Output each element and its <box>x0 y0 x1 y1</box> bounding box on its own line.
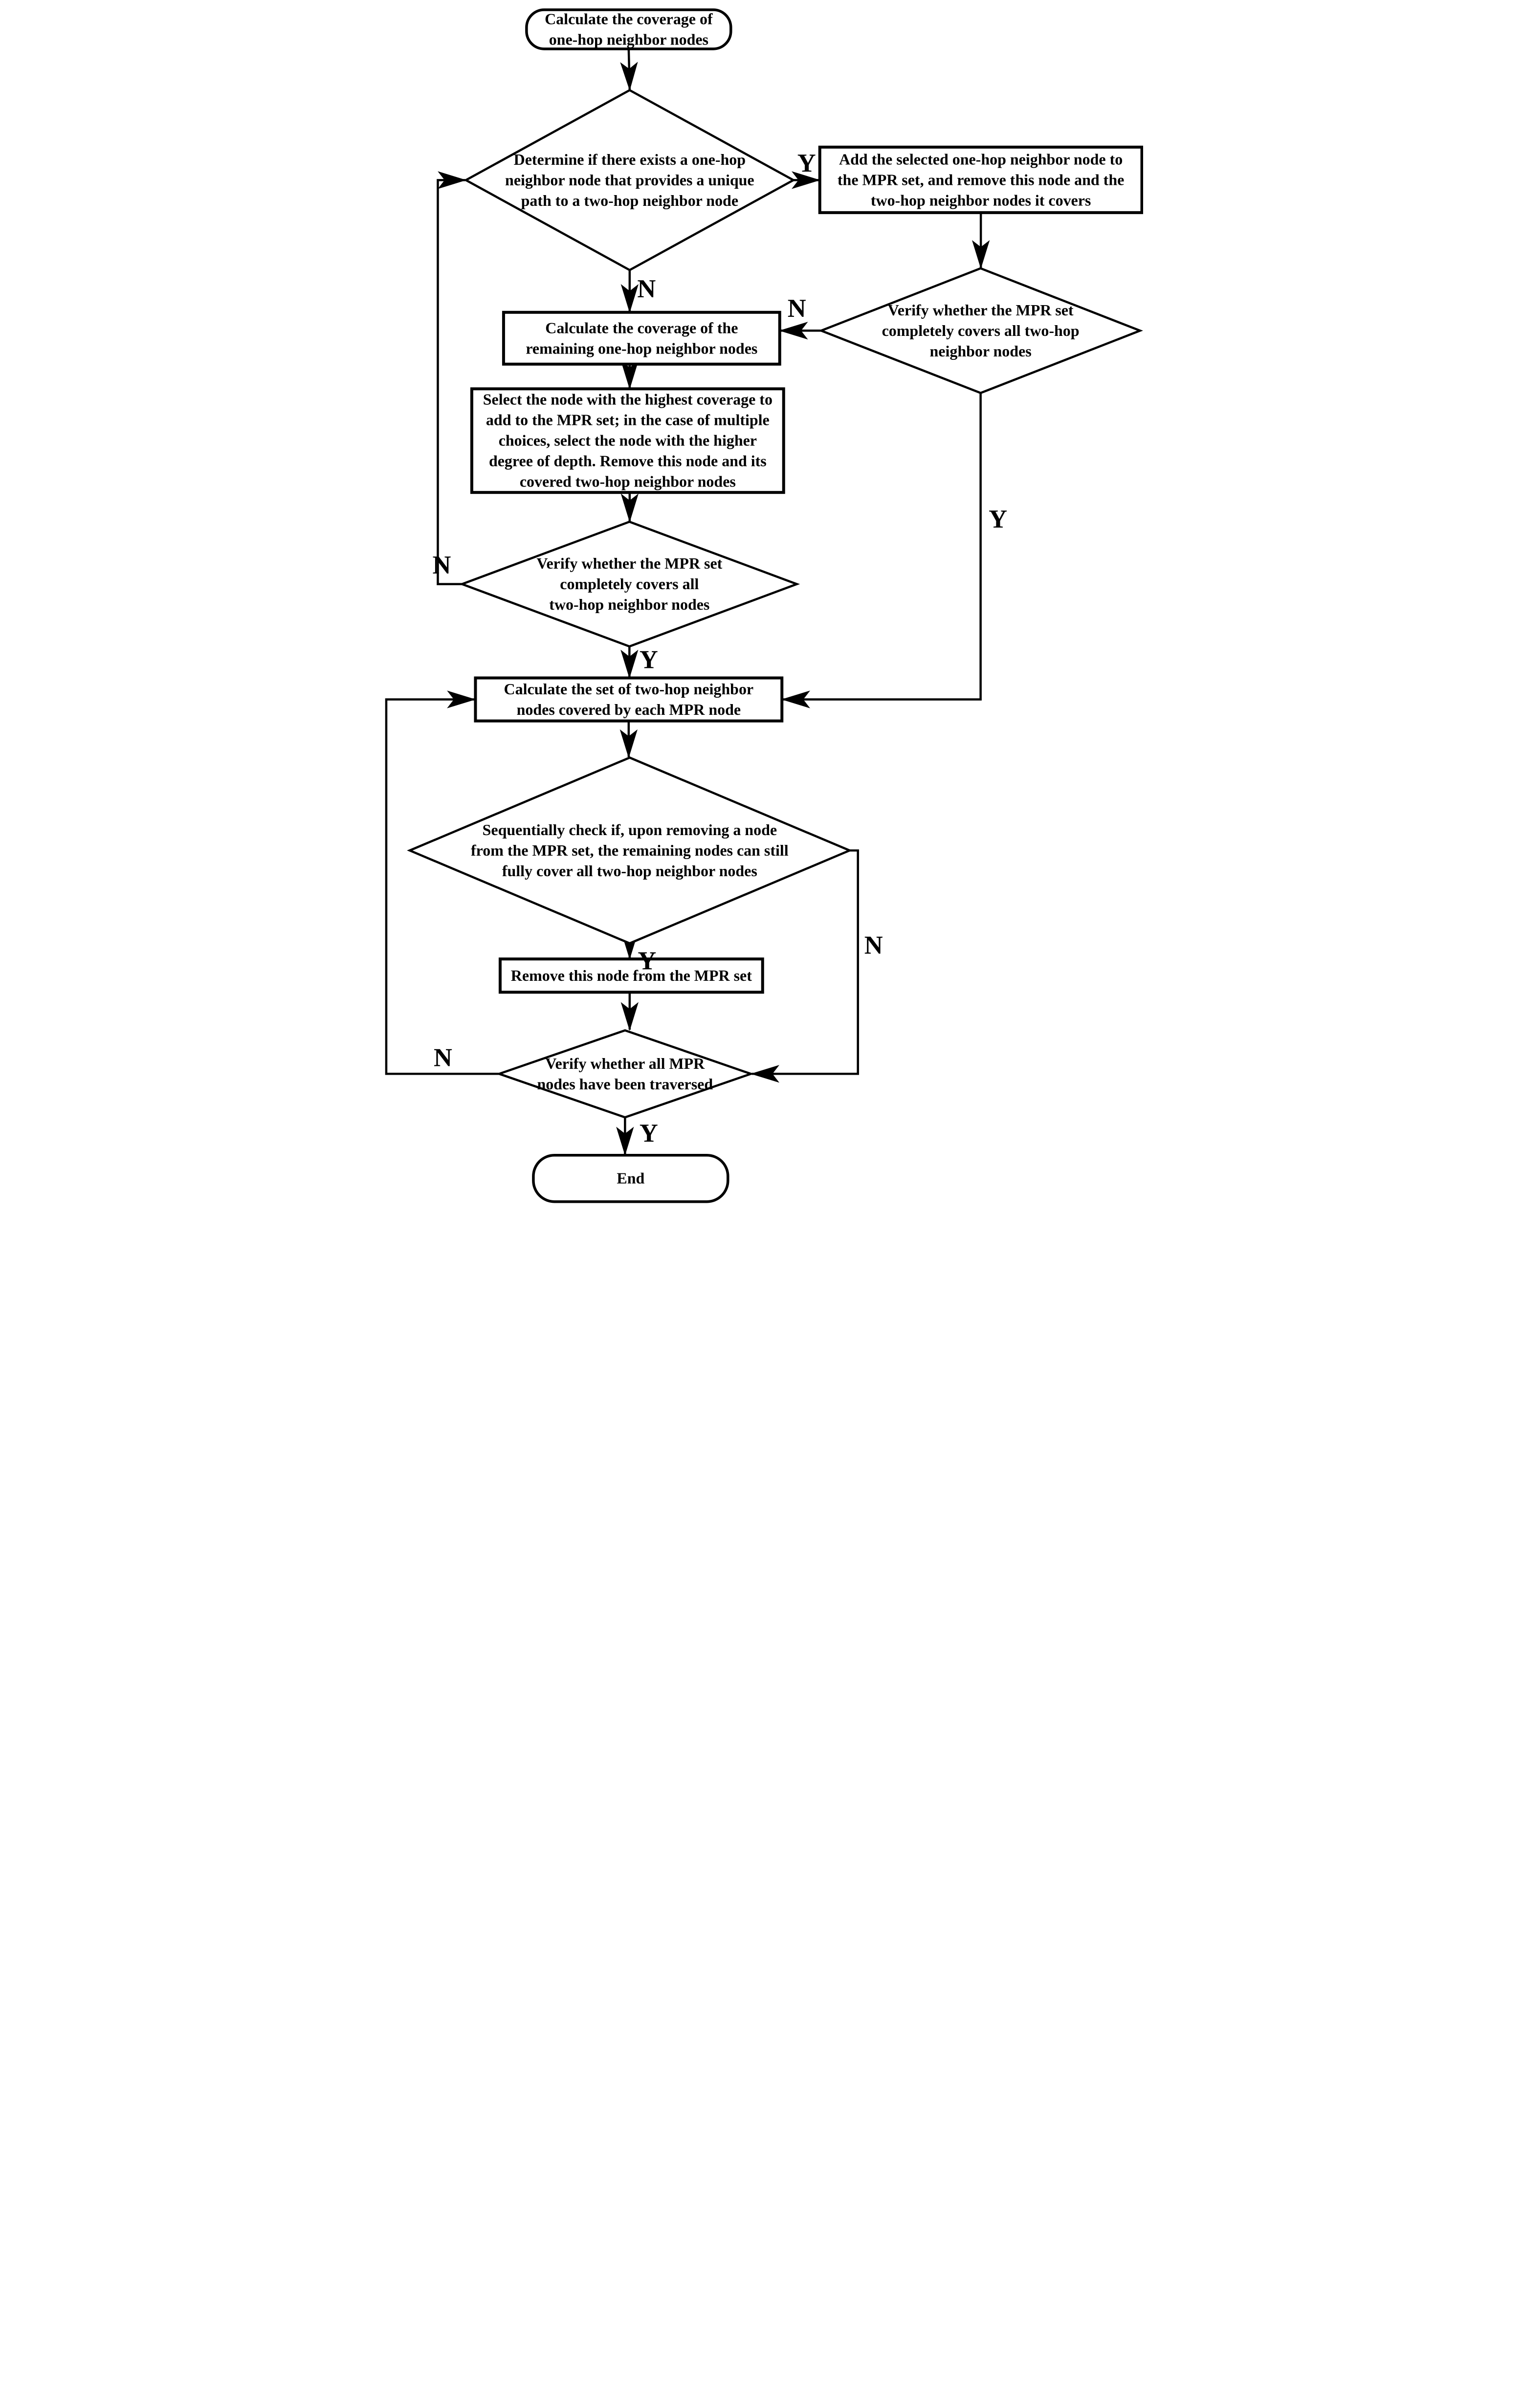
process-select-highest-coverage-text-line: degree of depth. Remove this node and it… <box>488 453 766 470</box>
process-select-highest-coverage-text-line: add to the MPR set; in the case of multi… <box>486 412 769 429</box>
decision-unique-path: Determine if there exists a one-hop neigh… <box>463 88 795 271</box>
decision-unique-path-text-line: Determine if there exists a one-hop <box>513 151 745 168</box>
process-calc-two-hop-sets-shape <box>473 676 783 723</box>
process-select-highest-coverage-shape <box>470 387 785 494</box>
process-remove-from-mpr-set-shape <box>498 957 764 994</box>
label-yes-mpr-covers-right: Y <box>989 505 1007 533</box>
process-calc-remaining-coverage: Calculate the coverage of the remaining o… <box>502 310 781 366</box>
end-node-text-line: End <box>617 1170 644 1187</box>
decision-all-mpr-traversed-text-line: Verify whether all MPR <box>545 1055 705 1072</box>
decision-removal-check-shape <box>406 756 852 945</box>
label-yes-mpr-covers-left: Y <box>639 646 658 674</box>
process-add-to-mpr-set-text-line: the MPR set, and remove this node and th… <box>837 171 1124 188</box>
decision-mpr-covers-all-right-shape <box>817 267 1143 395</box>
decision-removal-check: Sequentially check if, upon removing a n… <box>406 756 852 945</box>
decision-all-mpr-traversed-shape <box>495 1029 754 1119</box>
decision-removal-check-text-line: from the MPR set, the remaining nodes ca… <box>470 842 788 859</box>
process-calc-remaining-coverage-text-line: remaining one-hop neighbor nodes <box>526 340 757 357</box>
flowchart-canvas: Calculate the coverage of one-hop neighbo… <box>381 0 1143 1204</box>
process-calc-remaining-coverage-text-line: Calculate the coverage of the <box>545 319 738 336</box>
label-no-mpr-covers-right: N <box>787 294 806 323</box>
decision-mpr-covers-all-right-text-line: Verify whether the MPR set <box>887 302 1073 319</box>
label-no-all-traversed: N <box>434 1043 452 1072</box>
start-node: Calculate the coverage of one-hop neighbo… <box>525 8 732 50</box>
nodes-layer: Calculate the coverage of one-hop neighbo… <box>406 8 1143 1203</box>
label-yes-unique-path: Y <box>797 149 816 177</box>
decision-mpr-covers-all-left-text-line: two-hop neighbor nodes <box>549 596 709 613</box>
decision-all-mpr-traversed: Verify whether all MPR nodes have been tr… <box>495 1029 754 1119</box>
edge-d4-no-loop-to-d5 <box>750 849 859 1083</box>
decision-mpr-covers-all-right-text-line: neighbor nodes <box>929 343 1031 360</box>
decision-unique-path-text-line: path to a two-hop neighbor node <box>521 192 738 209</box>
decision-removal-check-text-line: fully cover all two-hop neighbor nodes <box>502 862 757 880</box>
start-node-shape <box>525 8 732 50</box>
edge-start-to-d1 <box>619 48 638 91</box>
edges-layer <box>385 48 990 1156</box>
decision-all-mpr-traversed-text-line: nodes have been traversed <box>537 1076 713 1093</box>
end-node: End <box>531 1153 729 1203</box>
process-calc-two-hop-sets-text-line: nodes covered by each MPR node <box>516 701 741 718</box>
labels-layer: Y N N Y N Y Y N Y N <box>432 149 1007 1148</box>
decision-mpr-covers-all-right-text-line: completely covers all two-hop <box>882 322 1079 339</box>
process-add-to-mpr-set-text-line: two-hop neighbor nodes it covers <box>870 192 1091 209</box>
label-yes-removal-check: Y <box>638 947 656 975</box>
process-add-to-mpr-set-text-line: Add the selected one-hop neighbor node t… <box>839 151 1122 168</box>
decision-mpr-covers-all-right: Verify whether the MPR set completely cov… <box>817 267 1143 395</box>
process-calc-two-hop-sets: Calculate the set of two-hop neighbor nod… <box>473 676 783 723</box>
process-select-highest-coverage-text-line: covered two-hop neighbor nodes <box>519 473 735 490</box>
edge-d5-no-loop-to-calc-set <box>385 690 499 1075</box>
start-node-text-line: Calculate the coverage of <box>545 10 713 27</box>
decision-unique-path-shape <box>463 88 795 271</box>
process-remove-from-mpr-set: Remove this node from the MPR set <box>498 957 764 994</box>
decision-mpr-covers-all-left: Verify whether the MPR set completely cov… <box>459 520 800 648</box>
decision-mpr-covers-all-left-shape <box>459 520 800 648</box>
decision-mpr-covers-all-left-text-line: Verify whether the MPR set <box>536 555 722 572</box>
process-select-highest-coverage-text-line: Select the node with the highest coverag… <box>483 391 772 408</box>
process-select-highest-coverage: Select the node with the highest coverag… <box>470 387 785 494</box>
edge-d3-no-loop-to-d1 <box>436 171 466 585</box>
label-no-unique-path: N <box>637 275 656 303</box>
decision-mpr-covers-all-left-text-line: completely covers all <box>560 575 699 593</box>
process-add-to-mpr-set-shape <box>818 145 1143 214</box>
decision-unique-path-text-line: neighbor node that provides a unique <box>505 172 754 189</box>
end-node-shape <box>531 1153 729 1203</box>
label-no-removal-check: N <box>864 931 883 959</box>
label-no-mpr-covers-left: N <box>432 551 451 579</box>
flowchart-page: Calculate the coverage of one-hop neighbo… <box>381 0 1143 1204</box>
process-calc-two-hop-sets-text-line: Calculate the set of two-hop neighbor <box>504 681 753 698</box>
process-select-highest-coverage-text-line: choices, select the node with the higher <box>498 432 756 449</box>
process-add-to-mpr-set: Add the selected one-hop neighbor node t… <box>818 145 1143 214</box>
decision-removal-check-text-line: Sequentially check if, upon removing a n… <box>482 821 776 839</box>
start-node-text-line: one-hop neighbor nodes <box>549 31 708 48</box>
process-calc-remaining-coverage-shape <box>502 310 781 366</box>
edge-d2-yes-to-calc-set <box>781 393 982 708</box>
process-remove-from-mpr-set-text-line: Remove this node from the MPR set <box>510 967 751 984</box>
label-yes-all-traversed: Y <box>639 1119 658 1148</box>
